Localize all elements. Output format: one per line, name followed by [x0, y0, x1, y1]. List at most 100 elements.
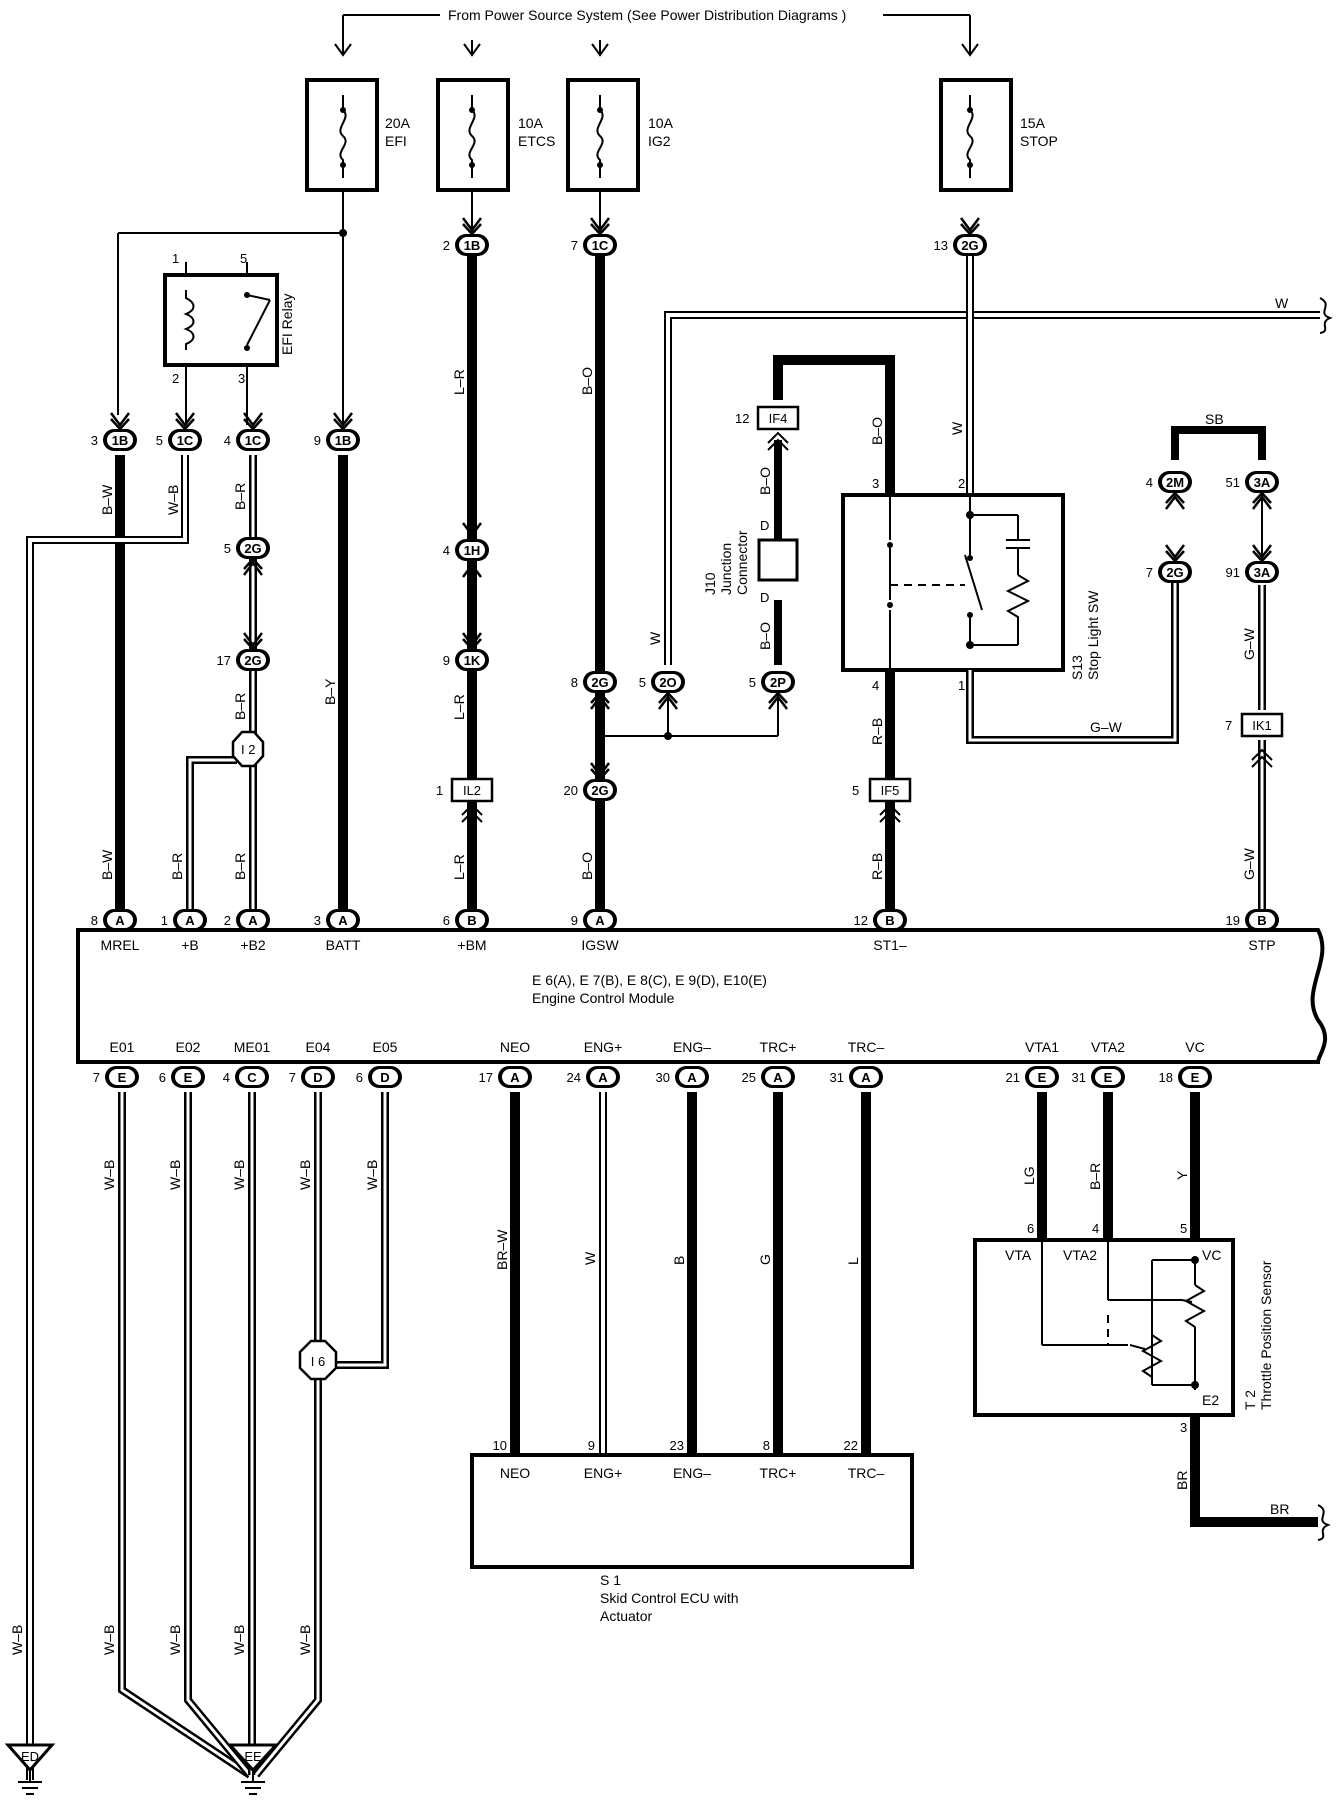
wl-l-trc: L — [845, 1257, 861, 1265]
wl-wb-g3: W–B — [231, 1625, 247, 1655]
conn-1b-2-arrow — [462, 217, 482, 236]
stp-wiring: SB — [1171, 411, 1266, 918]
ecm-top-terminals: A8MRELA1+BA2+B2A3BATTB6+BMA9IGSWB12ST1–B… — [91, 909, 1279, 953]
skid-label-1: ENG+ — [584, 1465, 623, 1481]
power-source-header: From Power Source System (See Power Dist… — [334, 7, 979, 57]
conn-3a-91-pin: 91 — [1226, 565, 1240, 580]
efi-relay: 1 5 2 3 EFI Relay — [117, 190, 347, 425]
ecm-bot-engx: A30 — [656, 1066, 709, 1088]
skid-pin-3: 8 — [763, 1438, 770, 1453]
conn-1b-3-code: 1B — [112, 433, 129, 448]
wl-br-2: B–R — [232, 693, 248, 720]
inline-if4: IF4 — [769, 411, 788, 426]
conn-2g-20-arrow — [590, 762, 610, 781]
ecm-bot-vta1-code: E — [1038, 1070, 1047, 1085]
ecm-bot-e05: D6 — [356, 1066, 402, 1088]
ecm-top-label-5: IGSW — [581, 937, 619, 953]
stop-sw-pin-2: 2 — [958, 476, 965, 491]
ecm-bot-vta1: E21 — [1006, 1066, 1059, 1088]
conn-2o-5: 2O5 — [639, 671, 685, 710]
conn-2g-7: 2G7 — [1146, 544, 1192, 583]
conn-3a-51-pin: 51 — [1226, 475, 1240, 490]
ecm-bot-label-11: VTA2 — [1091, 1039, 1125, 1055]
wl-bo-stop: B–O — [869, 417, 885, 445]
skid-ecu-name-2: Actuator — [600, 1608, 652, 1624]
ground-ee: EE — [226, 1743, 280, 1795]
conn-2g-5-arrow — [243, 557, 263, 576]
conn-1k-9-code: 1K — [464, 653, 481, 668]
stop-sw-pin-1: 1 — [958, 678, 965, 693]
j10-pin-top: D — [760, 518, 769, 533]
conn-2m-4: 2M4 — [1146, 471, 1192, 510]
w-wire-top-label: W — [1275, 295, 1289, 311]
skid-label-2: ENG– — [673, 1465, 711, 1481]
wl-lg: LG — [1021, 1166, 1037, 1185]
ecm-title-1: E 6(A), E 7(B), E 8(C), E 9(D), E10(E) — [532, 972, 767, 988]
inline-ik1-pin: 7 — [1225, 718, 1232, 733]
fuse-ig2-amp: 10A — [648, 115, 674, 131]
ecm-top-batt-code: A — [338, 913, 348, 928]
conn-2p-5-arrow — [768, 691, 788, 710]
ecm-top-xb2-pin: 2 — [224, 913, 231, 928]
ecm-top-xb-pin: 1 — [161, 913, 168, 928]
upper-wire-labels: B–W W–B B–R B–R B–Y L–R L–R B–O W B–O B–… — [99, 367, 1257, 880]
wl-wb-g4: W–B — [297, 1625, 313, 1655]
wl-wb-1: W–B — [165, 485, 181, 515]
ecm-bot-me01: C4 — [223, 1066, 269, 1088]
wl-w-vert: W — [647, 631, 663, 645]
conn-1b-2-pin: 2 — [443, 238, 450, 253]
ecm-top-mrel-pin: 8 — [91, 913, 98, 928]
wl-gw-3: G–W — [1241, 847, 1257, 880]
wl-wb-me01: W–B — [231, 1160, 247, 1190]
ecm-bot-engx-code: A — [598, 1070, 608, 1085]
stop-sw-pin-4: 4 — [872, 678, 879, 693]
wl-bo-j10-bot: B–O — [757, 622, 773, 650]
wl-br-tps: B–R — [1087, 1163, 1103, 1190]
conn-2g-5-code: 2G — [244, 541, 261, 556]
conn-3a-51-arrow — [1252, 491, 1272, 510]
wl-wb-g2: W–B — [167, 1625, 183, 1655]
ecm-top-st1x: B12 — [854, 909, 907, 931]
ecm-bot-me01-pin: 4 — [223, 1070, 230, 1085]
fuse-efi-name: EFI — [385, 133, 407, 149]
ecm-top-label-6: ST1– — [873, 937, 907, 953]
ecm-bot-e02: E6 — [159, 1066, 205, 1088]
ecm-top-xbm: B6 — [443, 909, 489, 931]
stop-light-switch: 3 2 4 1 S13 Stop Light SW — [841, 255, 1179, 918]
wl-y: Y — [1174, 1170, 1190, 1180]
ecm-bot-label-2: ME01 — [234, 1039, 271, 1055]
wl-b-eng: B — [671, 1256, 687, 1265]
conn-3a-91-code: 3A — [1254, 565, 1271, 580]
ecm-bot-vc: E18 — [1159, 1066, 1212, 1088]
conn-1c-5-code: 1C — [177, 433, 194, 448]
ecm-bot-engx-code: A — [687, 1070, 697, 1085]
fuse-etcs: 10A ETCS — [436, 78, 555, 192]
conn-2g-8-arrow — [590, 691, 610, 710]
conn-1b-2-code: 1B — [464, 238, 481, 253]
inline-if4-pin: 12 — [735, 411, 749, 426]
relay-pin-5: 5 — [240, 251, 247, 266]
relay-name: EFI Relay — [279, 294, 295, 355]
wl-bo-1: B–O — [579, 367, 595, 395]
ecm-bot-e01-pin: 7 — [93, 1070, 100, 1085]
ground-ed: ED — [4, 1743, 56, 1795]
wl-rb-1: R–B — [869, 718, 885, 745]
ecm-top-xbm-code: B — [467, 913, 476, 928]
ecm-bot-neo: A17 — [479, 1066, 532, 1088]
tps-pin-5: 5 — [1180, 1221, 1187, 1236]
wl-rb-2: R–B — [869, 853, 885, 880]
conn-2g-17-code: 2G — [244, 653, 261, 668]
w-wire: W — [664, 295, 1320, 665]
tps-label-e2: E2 — [1202, 1392, 1219, 1408]
conn-2g-8: 2G8 — [571, 671, 617, 710]
ground-wires: I 6 — [118, 1092, 389, 1779]
ecm-bot-vta2-pin: 31 — [1072, 1070, 1086, 1085]
skid-pin-2: 23 — [670, 1438, 684, 1453]
conn-2g-17-arrow — [243, 632, 263, 651]
skid-pin-4: 22 — [844, 1438, 858, 1453]
ecm-bot-vc-code: E — [1191, 1070, 1200, 1085]
wl-gw-h: G–W — [1090, 719, 1123, 735]
ecm-top-stp-code: B — [1257, 913, 1266, 928]
tps-label-vc: VC — [1202, 1247, 1221, 1263]
